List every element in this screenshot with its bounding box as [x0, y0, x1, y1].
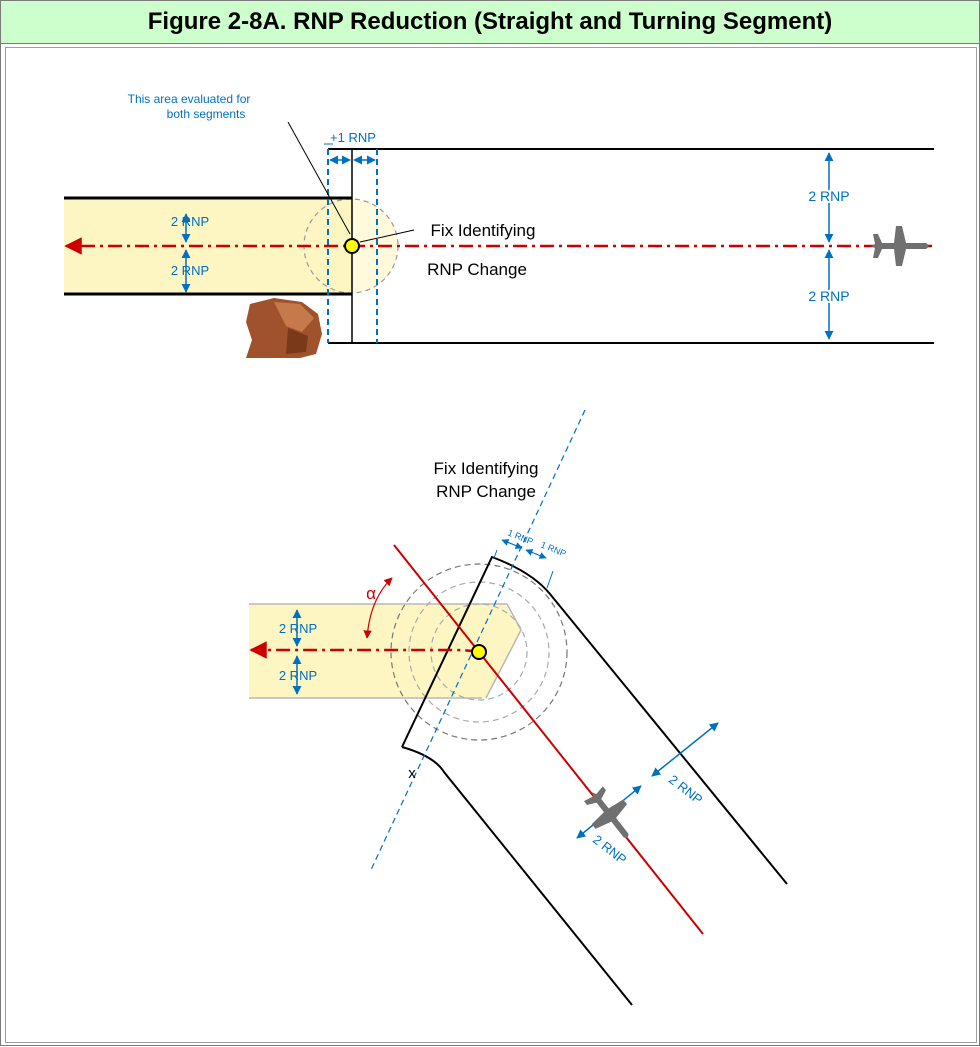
- right-lower-rnp-label: 2 RNP: [808, 288, 849, 304]
- plus-minus-rnp-label: +1 RNP: [330, 130, 376, 145]
- left-upper-rnp-label-diag: 2 RNP: [279, 621, 317, 636]
- diagonal-track: [393, 544, 704, 935]
- inner-evaluation-circle: [430, 603, 528, 701]
- right-upper-rnp-label: 2 RNP: [808, 188, 849, 204]
- bottom-diagram: Fix Identifying RNP Change 1 RNP 1 RNP α…: [249, 409, 788, 1006]
- note-line-2: both segments: [167, 107, 246, 121]
- wide-upper-boundary-diag: [401, 555, 788, 885]
- aircraft-top-icon: [871, 226, 929, 266]
- bottom-fix-label-line-1: Fix Identifying: [434, 459, 539, 478]
- x-marker: x: [408, 765, 416, 782]
- bottom-fix-label-line-2: RNP Change: [436, 482, 536, 501]
- outer-evaluation-circle: [390, 563, 568, 741]
- alpha-label: α: [366, 584, 376, 603]
- fix-label-pointer: [359, 229, 415, 243]
- wide-lower-boundary-diag: [401, 746, 633, 1006]
- fix-point: [344, 238, 360, 254]
- right-upper-arrow-diag: [651, 722, 719, 777]
- rnp-small-arrow-left: [501, 539, 523, 549]
- note-pointer: [287, 121, 351, 235]
- rnp-small-label-right: 1 RNP: [539, 540, 567, 559]
- fix-point-diag: [471, 644, 487, 660]
- figure-title-bar: Figure 2-8A. RNP Reduction (Straight and…: [1, 1, 979, 44]
- middle-evaluation-circle: [408, 581, 550, 723]
- note-line-1: This area evaluated for: [128, 92, 251, 106]
- top-fix-label-line-1: Fix Identifying: [431, 221, 536, 240]
- fix-line-diag: [369, 409, 586, 873]
- left-upper-rnp-label: 2 RNP: [171, 214, 209, 229]
- diagram-canvas: This area evaluated for both segments +1…: [64, 92, 934, 1006]
- rnp-tick-left: [493, 549, 498, 559]
- rock-obstacle-icon: [246, 298, 322, 358]
- top-diagram: This area evaluated for both segments +1…: [64, 92, 934, 358]
- diagram-panel: This area evaluated for both segments +1…: [5, 47, 977, 1043]
- rnp-tick-right: [546, 570, 554, 589]
- figure-title: Figure 2-8A. RNP Reduction (Straight and…: [147, 8, 833, 35]
- left-lower-rnp-label-diag: 2 RNP: [279, 668, 317, 683]
- rnp-small-arrow-right: [525, 549, 547, 559]
- alpha-arc: [363, 577, 393, 639]
- left-lower-rnp-label: 2 RNP: [171, 263, 209, 278]
- top-fix-label-line-2: RNP Change: [427, 260, 527, 279]
